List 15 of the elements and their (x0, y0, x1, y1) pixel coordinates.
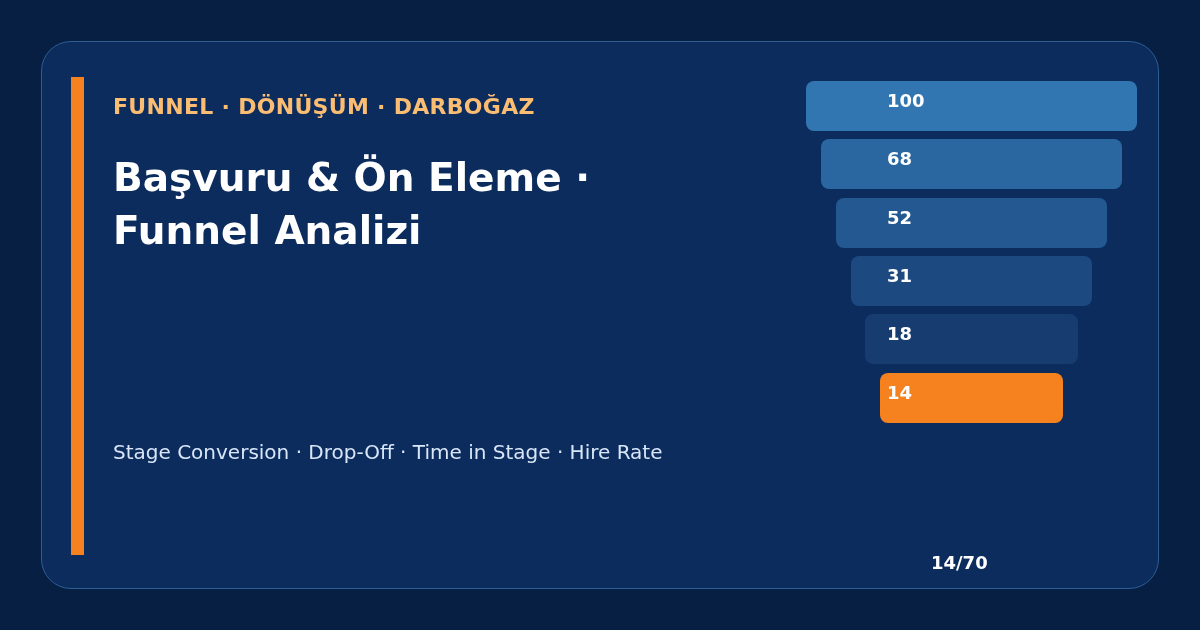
value-label: 18 (887, 324, 913, 344)
funnel-bar (880, 373, 1063, 423)
value-label: 52 (887, 208, 913, 228)
page-number: 14/70 (931, 552, 988, 573)
subtitle-text: Stage Conversion · Drop-Off · Time in Stage · Hire Rate (113, 440, 663, 464)
title-text: Başvuru & Ön Eleme · Funnel Analizi (113, 153, 592, 255)
funnel-bar (851, 256, 1092, 306)
value-label: 100 (887, 91, 925, 111)
value-label: 14 (887, 383, 913, 403)
funnel-bar (821, 139, 1122, 189)
kicker-text: FUNNEL · DÖNÜŞÜM · DARBOĞAZ (113, 94, 535, 119)
funnel-bar (806, 81, 1137, 131)
funnel-bar (836, 198, 1107, 248)
value-label: 68 (887, 149, 913, 169)
value-label: 31 (887, 266, 913, 286)
